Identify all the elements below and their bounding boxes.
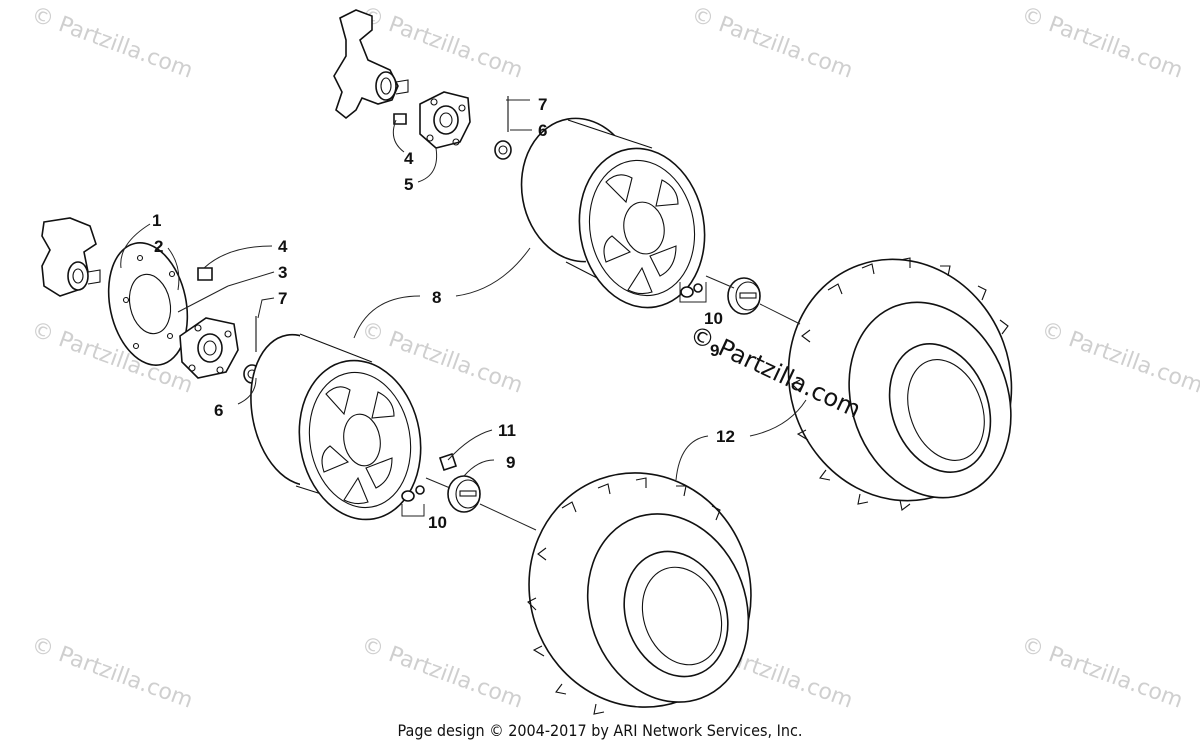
- callouts: 1 2 3 4 4 5 6 6 7 7 8 9 9 10 10 11 12: [152, 95, 735, 532]
- callout-10-lower: 10: [428, 513, 447, 532]
- callout-11: 11: [498, 421, 516, 440]
- upper-center-cap: [727, 277, 761, 315]
- footer-copyright: Page design © 2004-2017 by ARI Network S…: [397, 721, 803, 740]
- watermark: © Partzilla.com: [688, 2, 856, 84]
- lower-center-cap: [447, 475, 481, 513]
- callout-3: 3: [278, 263, 287, 282]
- left-knuckle: [41, 217, 101, 297]
- callout-1: 1: [152, 211, 161, 230]
- callout-10-upper: 10: [704, 309, 723, 328]
- lower-valve-stem: [401, 485, 425, 502]
- upper-wheel-rim: [520, 117, 706, 310]
- callout-7-upper: 7: [538, 95, 547, 114]
- lug-nut: [438, 452, 458, 472]
- watermark: © Partzilla.com: [28, 632, 196, 714]
- callout-8: 8: [432, 288, 441, 307]
- left-hub: [179, 317, 239, 379]
- leader-lines: [120, 99, 807, 531]
- callout-5: 5: [404, 175, 413, 194]
- upper-valve-stem: [680, 283, 703, 298]
- callout-6-upper: 6: [538, 121, 547, 140]
- upper-stud: [393, 113, 407, 125]
- upper-hub: [419, 91, 471, 149]
- callout-6-left: 6: [214, 401, 223, 420]
- right-tire: [787, 257, 1013, 511]
- callout-9-lower: 9: [506, 453, 515, 472]
- callout-9-upper: 9: [710, 341, 719, 360]
- watermark: © Partzilla.com: [358, 632, 526, 714]
- left-wheel-stud: [197, 267, 213, 281]
- upper-knuckle: [333, 9, 409, 120]
- watermark: © Partzilla.com: [28, 2, 196, 84]
- watermark: © Partzilla.com: [1018, 2, 1186, 84]
- callout-4-upper: 4: [404, 149, 414, 168]
- callout-2: 2: [154, 237, 163, 256]
- watermark: © Partzilla.com: [1018, 632, 1186, 714]
- callout-4-left: 4: [278, 237, 288, 256]
- lower-wheel-rim: [250, 333, 422, 521]
- watermark: © Partzilla.com: [1038, 317, 1200, 399]
- callout-7-left: 7: [278, 289, 287, 308]
- brake-disc: [107, 242, 189, 366]
- callout-12: 12: [716, 427, 735, 446]
- upper-hub-nut: [494, 140, 512, 160]
- lower-tire: [527, 472, 752, 715]
